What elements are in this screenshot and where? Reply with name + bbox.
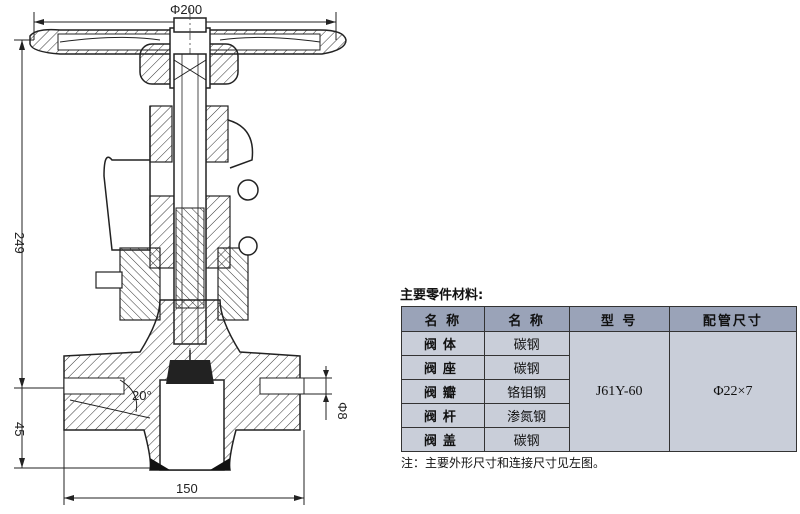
table-row: 阀盖 碳钢 (401, 427, 797, 452)
dimension-lower-height: 45 (12, 387, 150, 469)
footnote: 注：主要外形尺寸和连接尺寸见左图。 (401, 456, 606, 470)
dimension-body-width: 150 (63, 430, 305, 505)
material-cell: 碳钢 (483, 355, 570, 380)
dim-height-label: 249 (12, 232, 27, 254)
header-part-name: 名 称 (401, 306, 485, 332)
angle-label: 20° (132, 388, 152, 403)
material-cell: 碳钢 (483, 331, 570, 356)
table-row: 阀体 碳钢 J61Y-60 Φ22×7 (401, 331, 798, 452)
dim-port-label: Φ8 (335, 402, 350, 420)
dim-width-label: 150 (176, 481, 198, 496)
table-header-row: 名 称 名 称 型 号 配管尺寸 (401, 306, 798, 332)
part-name-cell: 阀座 (401, 355, 485, 380)
part-name-cell: 阀杆 (401, 403, 485, 428)
parts-material-table: 名 称 名 称 型 号 配管尺寸 阀体 碳钢 J61Y-60 Φ22×7 阀座 … (401, 306, 798, 452)
dim-lower-height-label: 45 (12, 422, 27, 436)
valve-cross-section-drawing: Φ200 249 45 150 Φ8 (12, 2, 350, 505)
material-cell: 铬钼钢 (483, 379, 570, 404)
valve-yoke (95, 105, 259, 321)
valve-stem (173, 53, 207, 345)
valve-body: 20° (63, 299, 305, 471)
model-cell: J61Y-60 (568, 331, 670, 452)
header-material: 名 称 (483, 306, 570, 332)
table-row: 阀瓣 铬钼钢 (401, 379, 797, 404)
dimension-overall-height: 249 (12, 39, 34, 388)
header-pipe-size: 配管尺寸 (668, 306, 798, 332)
dim-top-label: Φ200 (170, 2, 202, 17)
table-row: 阀座 碳钢 (401, 355, 797, 380)
pipe-size-cell: Φ22×7 (668, 331, 798, 452)
material-cell: 碳钢 (483, 427, 570, 452)
material-cell: 渗氮钢 (483, 403, 570, 428)
parts-table-caption: 主要零件材料: (400, 288, 484, 303)
part-name-cell: 阀体 (401, 331, 485, 356)
part-name-cell: 阀瓣 (401, 379, 485, 404)
header-model: 型 号 (568, 306, 670, 332)
dimension-port-diameter: Φ8 (300, 366, 350, 420)
part-name-cell: 阀盖 (401, 427, 485, 452)
